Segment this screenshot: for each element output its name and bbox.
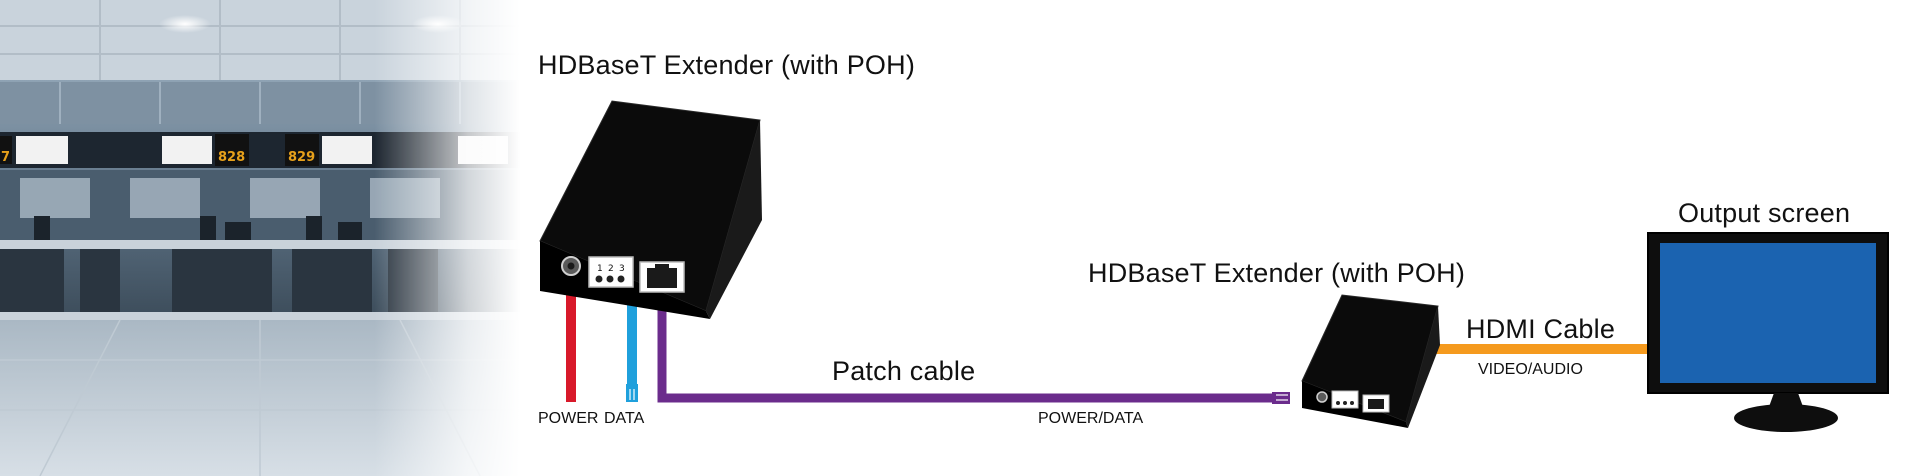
monitor-screen [1660, 243, 1876, 383]
background-photo: 7 828 829 [0, 0, 520, 476]
extender-device-icon: 1 2 3 [539, 100, 762, 319]
data-cable-connector-icon [626, 384, 638, 402]
hdmi-cable-label: HDMI Cable [1466, 314, 1616, 344]
extender-1-title: HDBaseT Extender (with POH) [538, 50, 916, 80]
rj45-port-icon [639, 261, 685, 293]
power-label: POWER [538, 410, 599, 427]
power-cable-end [566, 398, 576, 402]
power-jack-icon [561, 256, 581, 276]
video-audio-label: VIDEO/AUDIO [1478, 361, 1583, 378]
cables [566, 276, 1648, 404]
extender-device-icon-2 [1301, 294, 1440, 428]
data-terminal-icon: 1 2 3 [588, 256, 634, 288]
patch-cable-label: Patch cable [832, 356, 976, 386]
port-3-label: 3 [619, 264, 625, 274]
data-label: DATA [604, 410, 645, 427]
output-screen-label: Output screen [1678, 198, 1851, 228]
port-2-label: 2 [608, 264, 614, 274]
port-1-label: 1 [597, 264, 603, 274]
extender-2-title: HDBaseT Extender (with POH) [1088, 258, 1466, 288]
patch-cable [657, 284, 1274, 403]
power-data-label: POWER/DATA [1038, 410, 1144, 427]
monitor-icon [1647, 232, 1889, 432]
